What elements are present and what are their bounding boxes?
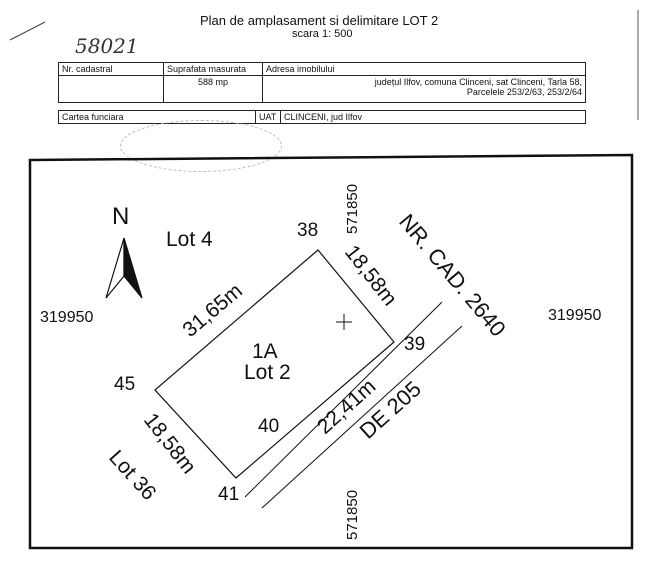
side-top-right: 18,58m bbox=[340, 241, 401, 310]
coord-y-bottom: 571850 bbox=[344, 490, 361, 540]
corner-mark bbox=[9, 21, 46, 41]
cell-nr-cadastral-value bbox=[58, 75, 164, 103]
coord-x-right: 319950 bbox=[548, 307, 601, 324]
road-line-upper bbox=[244, 301, 443, 498]
scale-label: scara 1: 500 bbox=[292, 28, 353, 40]
point-38: 38 bbox=[297, 220, 318, 241]
point-39: 39 bbox=[404, 334, 425, 355]
north-label: N bbox=[112, 203, 129, 230]
plot-id-label: 1A bbox=[252, 340, 278, 363]
point-41: 41 bbox=[218, 484, 239, 505]
plan-frame bbox=[28, 153, 634, 550]
handwritten-number: 58021 bbox=[75, 34, 139, 58]
point-40: 40 bbox=[258, 416, 279, 437]
north-arrow-icon bbox=[105, 237, 143, 299]
lot4-label: Lot 4 bbox=[166, 228, 213, 251]
neighbor-cad-label: NR. CAD. 2640 bbox=[394, 209, 511, 341]
carte-funciara-table: Cartea funciara UAT CLINCENI, jud Ilfov bbox=[58, 110, 586, 124]
lot36-label: Lot 36 bbox=[104, 446, 160, 505]
point-45: 45 bbox=[114, 374, 135, 395]
cell-area: 588 mp bbox=[163, 75, 263, 103]
cadastral-info-table: Nr. cadastral Suprafata masurata Adresa … bbox=[58, 62, 586, 103]
plot-name-label: Lot 2 bbox=[244, 361, 291, 384]
coord-x-left: 319950 bbox=[40, 309, 93, 326]
address-line-2: Parcelele 253/2/63, 253/2/64 bbox=[466, 87, 582, 97]
cell-uat-value: CLINCENI, jud Ilfov bbox=[280, 110, 586, 124]
side-bottom-left: 18,58m bbox=[139, 409, 200, 478]
road-line-lower bbox=[261, 325, 463, 509]
cell-address: județul Ilfov, comuna Clinceni, sat Clin… bbox=[262, 75, 586, 103]
parcel-outline bbox=[154, 249, 395, 479]
address-line-1: județul Ilfov, comuna Clinceni, sat Clin… bbox=[374, 77, 582, 87]
side-top-left: 31,65m bbox=[178, 279, 246, 342]
coord-y-top: 571850 bbox=[344, 184, 361, 234]
cell-uat: UAT bbox=[255, 110, 281, 124]
faded-stamp bbox=[120, 120, 282, 172]
document-title: Plan de amplasament si delimitare LOT 2 bbox=[200, 13, 439, 28]
